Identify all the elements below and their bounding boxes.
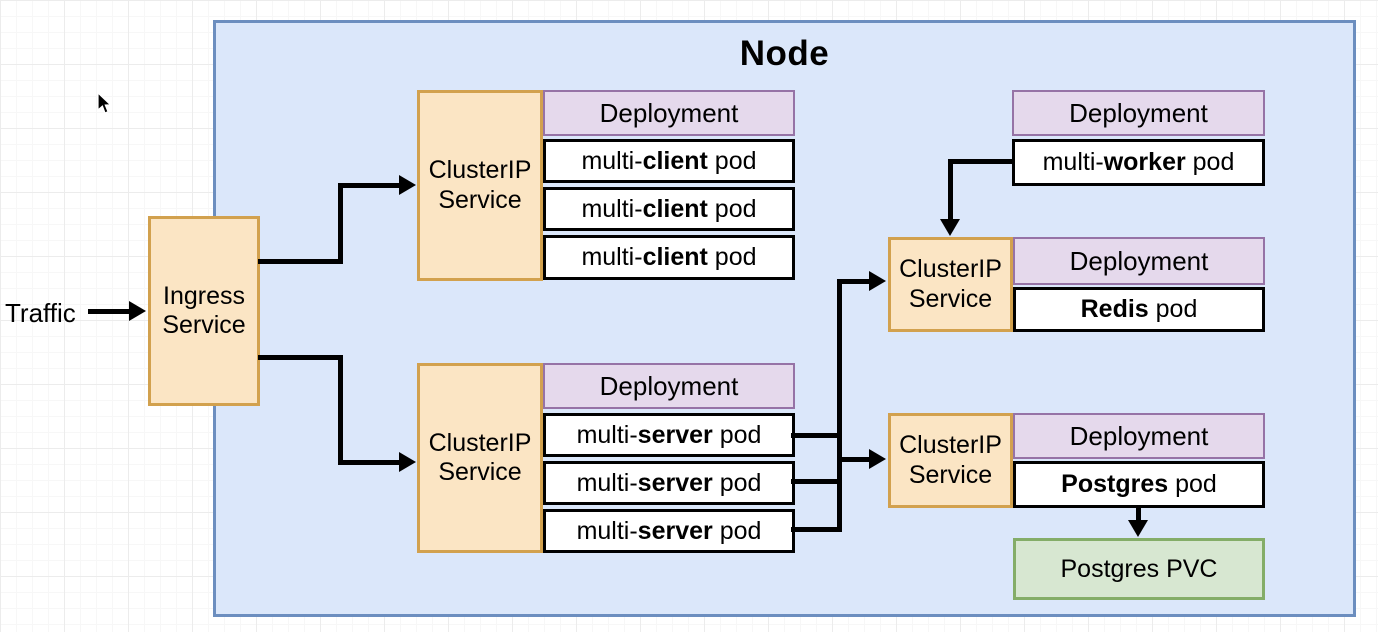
arrow-segment <box>343 183 400 188</box>
deployment-label: Deployment <box>1069 97 1208 128</box>
pod-client-3: multi-client pod <box>543 235 795 280</box>
pod-text-bold: server <box>637 420 713 449</box>
arrow-segment <box>791 479 842 484</box>
arrow-segment <box>258 259 342 264</box>
pod-text: pod <box>707 146 757 175</box>
pod-text: pod <box>707 243 757 271</box>
pod-client-1: multi-client pod <box>543 139 795 183</box>
pod-text-bold: client <box>642 146 708 175</box>
deployment-label: Deployment <box>1069 420 1209 451</box>
pod-text: pod <box>712 468 762 497</box>
clusterip-service-redis-box: ClusterIP Service <box>888 237 1013 332</box>
arrow-segment <box>837 279 842 532</box>
pod-worker: multi-worker pod <box>1012 139 1265 186</box>
arrowhead-right-icon <box>129 301 146 321</box>
pod-text-bold: Redis <box>1080 295 1149 323</box>
deployment-header-client: Deployment <box>543 90 795 136</box>
clusterip-service-client-box: ClusterIP Service <box>417 90 543 281</box>
clusterip-service-label: ClusterIP Service <box>428 428 532 487</box>
arrow-segment <box>791 433 842 438</box>
pod-text-bold: server <box>637 468 713 497</box>
pod-text: pod <box>712 420 762 449</box>
deployment-header-server: Deployment <box>543 363 795 409</box>
clusterip-service-label: ClusterIP Service <box>899 431 1002 489</box>
pod-server-1: multi-server pod <box>543 413 795 457</box>
pod-server-2: multi-server pod <box>543 461 795 505</box>
deployment-header-worker: Deployment <box>1012 90 1265 136</box>
pod-server-3: multi-server pod <box>543 509 795 553</box>
pod-text: multi- <box>576 516 638 545</box>
arrowhead-right-icon <box>869 271 886 291</box>
pod-text: pod <box>1148 295 1198 323</box>
pod-text-bold: client <box>642 194 708 223</box>
pod-text-bold: server <box>637 516 713 545</box>
pod-text: multi- <box>1042 148 1104 176</box>
arrow-segment <box>258 355 342 360</box>
pod-text-bold: Postgres <box>1061 470 1169 498</box>
arrow-segment <box>1136 508 1141 522</box>
deployment-header-redis: Deployment <box>1013 237 1265 285</box>
pod-text: pod <box>707 194 757 223</box>
arrow-segment <box>338 355 343 465</box>
arrowhead-right-icon <box>399 452 416 472</box>
node-title: Node <box>739 34 830 73</box>
postgres-pvc-box: Postgres PVC <box>1013 538 1265 600</box>
arrow-segment <box>791 527 842 532</box>
arrowhead-right-icon <box>399 175 416 195</box>
arrow-segment <box>842 457 870 462</box>
arrow-segment <box>842 279 870 284</box>
pod-text: multi- <box>576 468 638 497</box>
clusterip-service-label: ClusterIP Service <box>899 255 1002 313</box>
deployment-header-postgres: Deployment <box>1013 413 1265 459</box>
pod-text: pod <box>1185 148 1235 176</box>
pod-postgres: Postgres pod <box>1013 461 1265 508</box>
arrowhead-down-icon <box>1128 520 1148 537</box>
postgres-pvc-label: Postgres PVC <box>1060 554 1218 583</box>
pod-text: multi- <box>581 146 643 175</box>
deployment-label: Deployment <box>1069 245 1209 276</box>
arrow-segment <box>343 460 400 465</box>
pod-text-bold: worker <box>1103 148 1186 176</box>
pod-text: multi- <box>581 194 643 223</box>
clusterip-service-postgres-box: ClusterIP Service <box>888 413 1013 508</box>
deployment-label: Deployment <box>599 370 739 401</box>
arrow-segment <box>88 309 132 314</box>
arrow-segment <box>948 159 1012 164</box>
arrowhead-right-icon <box>869 449 886 469</box>
deployment-label: Deployment <box>599 97 739 128</box>
pod-client-2: multi-client pod <box>543 187 795 231</box>
traffic-label: Traffic <box>5 297 76 328</box>
pod-text-bold: client <box>642 243 708 271</box>
pod-text: multi- <box>576 420 638 449</box>
ingress-service-box: Ingress Service <box>148 216 260 406</box>
clusterip-service-server-box: ClusterIP Service <box>417 363 543 553</box>
clusterip-service-label: ClusterIP Service <box>428 156 532 214</box>
pod-text: pod <box>1168 470 1217 498</box>
pod-redis: Redis pod <box>1013 287 1265 332</box>
arrow-segment <box>948 159 953 219</box>
ingress-service-label: Ingress Service <box>162 281 246 340</box>
pod-text: pod <box>712 516 762 545</box>
mouse-cursor-icon <box>97 92 112 114</box>
arrow-segment <box>338 183 343 264</box>
pod-text: multi- <box>581 243 643 271</box>
arrowhead-down-icon <box>940 219 960 236</box>
